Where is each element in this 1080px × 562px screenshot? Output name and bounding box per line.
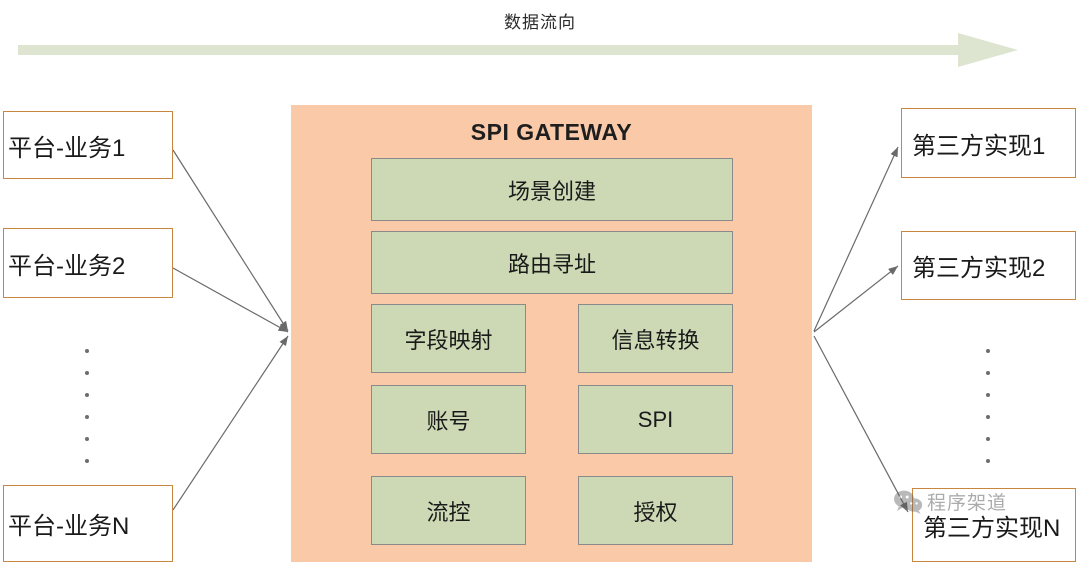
- left-node-2[interactable]: 平台-业务2: [3, 228, 173, 298]
- data-flow-label: 数据流向: [504, 13, 576, 32]
- left-node-1[interactable]: 平台-业务1: [3, 111, 173, 179]
- module-field-mapping-label: 字段映射: [404, 327, 493, 353]
- module-route-addressing[interactable]: 路由寻址: [371, 231, 733, 294]
- module-spi[interactable]: SPI: [578, 385, 733, 454]
- module-flow-control-label: 流控: [426, 499, 471, 525]
- left-node-n-label: 平台-业务N: [8, 513, 130, 540]
- module-scene-create[interactable]: 场景创建: [371, 158, 733, 221]
- module-authorization-label: 授权: [633, 499, 678, 525]
- left-node-n[interactable]: 平台-业务N: [3, 485, 173, 562]
- right-node-n-label: 第三方实现N: [923, 514, 1061, 542]
- module-field-mapping[interactable]: 字段映射: [371, 304, 526, 373]
- left-node-1-label: 平台-业务1: [8, 134, 126, 162]
- module-info-transform[interactable]: 信息转换: [578, 304, 733, 373]
- module-route-addressing-label: 路由寻址: [507, 251, 596, 277]
- right-node-1-label: 第三方实现1: [912, 132, 1046, 160]
- left-ellipsis-dots: [85, 340, 89, 472]
- module-scene-create-label: 场景创建: [507, 178, 596, 204]
- right-node-1[interactable]: 第三方实现1: [901, 108, 1076, 178]
- module-authorization[interactable]: 授权: [578, 476, 733, 545]
- module-spi-label: SPI: [637, 406, 674, 432]
- right-node-2[interactable]: 第三方实现2: [901, 231, 1076, 300]
- module-account-label: 账号: [426, 408, 471, 434]
- module-account[interactable]: 账号: [371, 385, 526, 454]
- left-node-2-label: 平台-业务2: [8, 252, 126, 280]
- spi-gateway-panel: SPI GATEWAY 场景创建 路由寻址 字段映射 信息转换 账号 SPI 流…: [291, 105, 812, 562]
- module-flow-control[interactable]: 流控: [371, 476, 526, 545]
- module-info-transform-label: 信息转换: [611, 327, 700, 353]
- data-flow-arrow-icon: [18, 33, 1018, 67]
- gateway-title: SPI GATEWAY: [470, 119, 633, 145]
- right-node-2-label: 第三方实现2: [912, 255, 1046, 282]
- right-ellipsis-dots: [986, 340, 990, 472]
- right-node-n[interactable]: 第三方实现N: [912, 488, 1076, 562]
